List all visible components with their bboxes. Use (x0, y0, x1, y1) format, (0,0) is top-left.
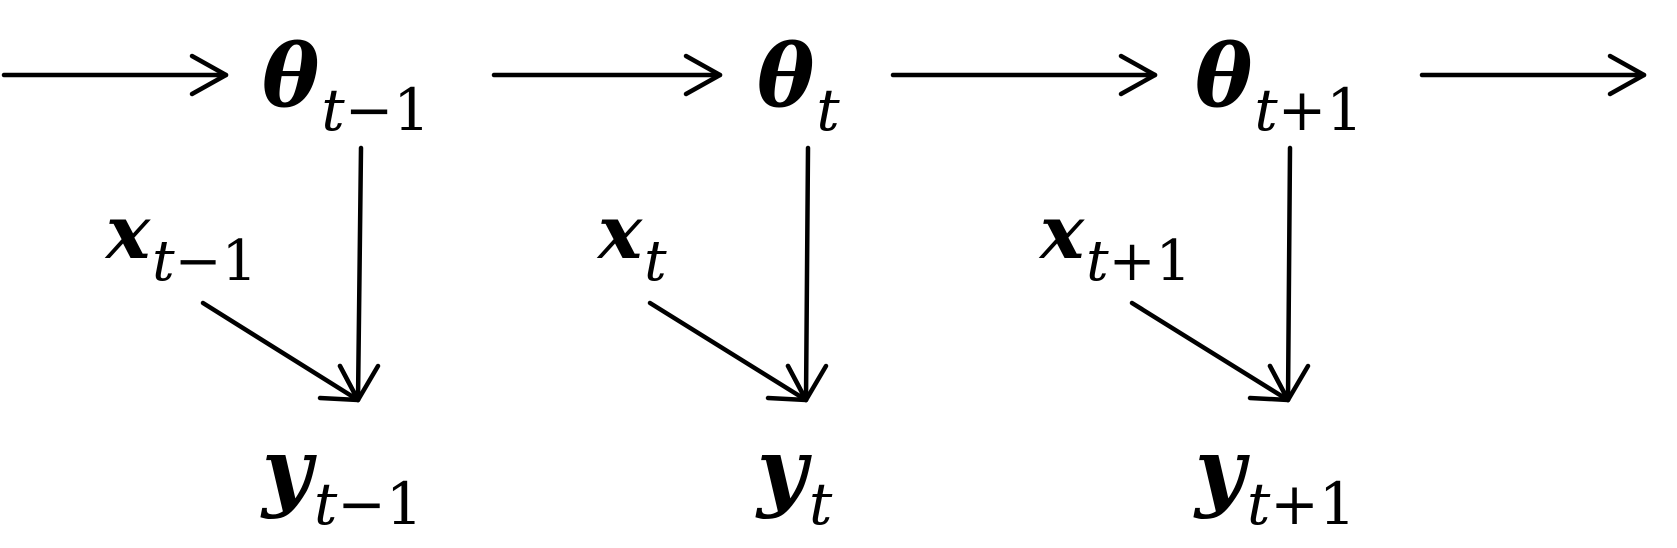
node-y-cur: yt (757, 428, 832, 534)
y-cur-sub-t: t (808, 470, 833, 538)
x-cur-subscript: t (644, 229, 667, 294)
x-next-sub-t: t (1086, 229, 1109, 294)
y-prev-sub-t: t (313, 470, 338, 538)
y-prev-sub-rest: −1 (337, 470, 423, 538)
y-prev-subscript: t−1 (314, 470, 423, 538)
theta-cur-symbol: θ (757, 26, 815, 127)
node-theta-next: θt+1 (1195, 34, 1363, 140)
theta-next-sub-rest: +1 (1277, 76, 1364, 144)
theta-next-subscript: t+1 (1254, 76, 1363, 144)
x-prev-sub-t: t (152, 229, 175, 294)
node-x-prev: xt−1 (106, 196, 257, 290)
theta-prev-subscript: t−1 (321, 76, 430, 144)
node-x-next: xt+1 (1040, 196, 1191, 290)
edge-theta-prev-to-theta-cur (491, 53, 723, 97)
edge-theta-next-to-y-next (1267, 145, 1311, 403)
theta-next-sub-t: t (1254, 76, 1278, 144)
x-prev-subscript: t−1 (152, 229, 257, 294)
y-cur-symbol: y (757, 420, 807, 521)
x-cur-symbol: x (598, 190, 643, 276)
node-y-next: yt+1 (1195, 428, 1356, 534)
y-prev-symbol: y (262, 420, 312, 521)
edge-x-cur-to-y-cur (647, 300, 809, 403)
y-next-symbol: y (1195, 420, 1245, 521)
theta-prev-sub-t: t (321, 76, 345, 144)
theta-cur-subscript: t (816, 76, 839, 144)
theta-prev-sub-rest: −1 (344, 76, 431, 144)
node-theta-cur: θt (757, 34, 840, 140)
node-y-prev: yt−1 (262, 428, 423, 534)
x-next-symbol: x (1040, 190, 1085, 276)
edge-theta-next-to-exit (1419, 53, 1647, 97)
node-x-cur: xt (598, 196, 667, 290)
x-prev-sub-rest: −1 (174, 229, 258, 294)
y-cur-subscript: t (809, 470, 832, 538)
edge-theta-prev-to-y-prev (337, 145, 381, 403)
x-cur-sub-t: t (644, 229, 667, 294)
edge-theta-cur-to-theta-next (890, 53, 1158, 97)
y-next-subscript: t+1 (1247, 470, 1356, 538)
x-next-subscript: t+1 (1086, 229, 1191, 294)
theta-prev-symbol: θ (262, 26, 320, 127)
edge-entry-to-theta-prev (1, 53, 229, 97)
edge-x-next-to-y-next (1129, 300, 1291, 403)
theta-cur-sub-t: t (816, 76, 840, 144)
theta-next-symbol: θ (1195, 26, 1253, 127)
edge-theta-cur-to-y-cur (785, 145, 829, 403)
node-theta-prev: θt−1 (262, 34, 430, 140)
y-next-sub-rest: +1 (1270, 470, 1356, 538)
edge-x-prev-to-y-prev (200, 300, 361, 403)
x-prev-symbol: x (106, 190, 151, 276)
y-next-sub-t: t (1246, 470, 1271, 538)
x-next-sub-rest: +1 (1108, 229, 1192, 294)
